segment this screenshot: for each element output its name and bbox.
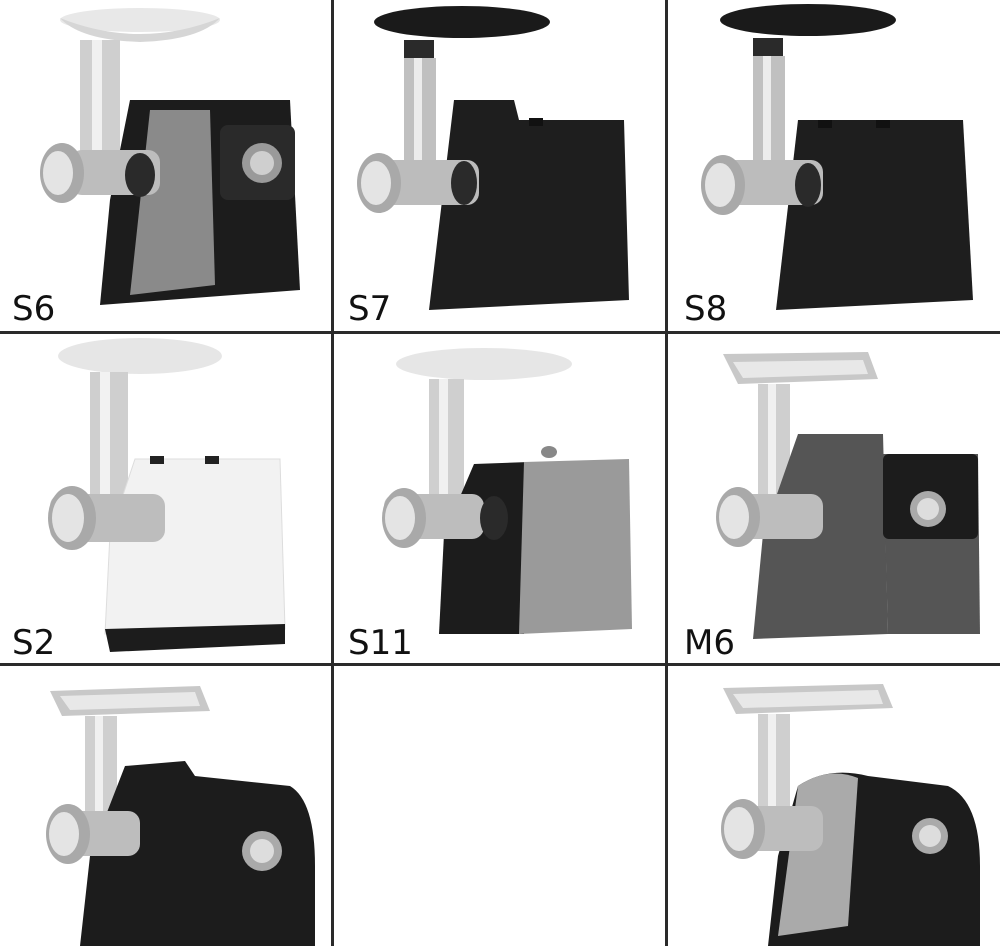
model-label: M6 (684, 623, 735, 663)
meat-grinder-image (382, 348, 632, 634)
meat-grinder-image (46, 686, 315, 946)
meat-grinder-image (48, 338, 286, 652)
product-cell-empty (334, 666, 665, 946)
meat-grinder-image (701, 4, 973, 310)
product-cell-m6: M6 (668, 334, 1000, 663)
product-cell-s6: S6 (0, 0, 331, 331)
grid-divider-horizontal (0, 663, 1000, 666)
product-cell-unlabeled-2 (668, 666, 1000, 946)
meat-grinder-image (716, 352, 980, 639)
meat-grinder-image (40, 8, 300, 305)
grid-divider-horizontal (0, 331, 1000, 334)
product-cell-unlabeled-1 (0, 666, 331, 946)
grid-divider-vertical (331, 0, 334, 946)
model-label: S7 (348, 289, 392, 329)
grid-divider-vertical (665, 0, 668, 946)
product-cell-s2: S2 (0, 334, 331, 663)
model-label: S11 (348, 623, 413, 663)
meat-grinder-image (721, 684, 980, 946)
model-label: S2 (12, 623, 56, 663)
product-cell-s7: S7 (334, 0, 665, 331)
product-cell-s8: S8 (668, 0, 1000, 331)
meat-grinder-image (357, 6, 629, 310)
product-cell-s11: S11 (334, 334, 665, 663)
model-label: S6 (12, 289, 56, 329)
model-label: S8 (684, 289, 728, 329)
